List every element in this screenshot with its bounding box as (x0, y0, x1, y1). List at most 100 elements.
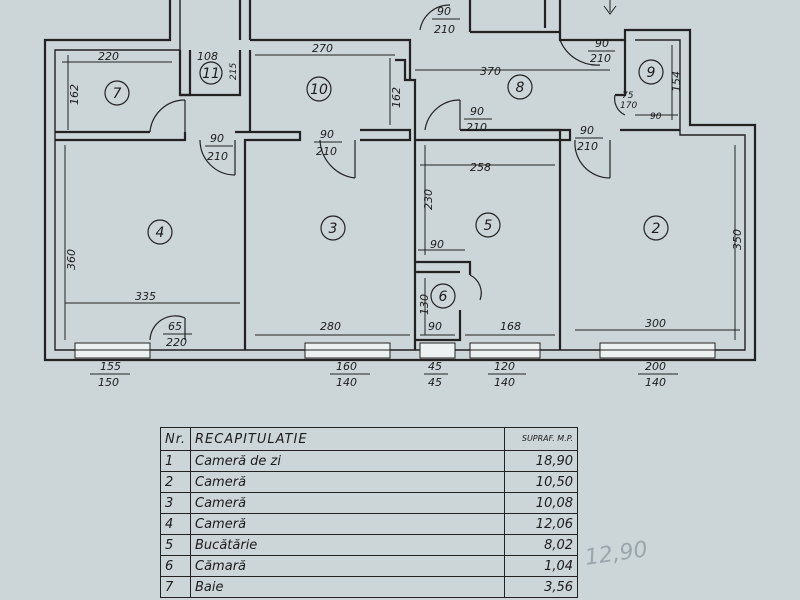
door-dim-label: 90 (437, 5, 451, 18)
summary-head-area: SUPRAF. M.P. (504, 427, 579, 451)
door-dim-label: 210 (590, 52, 611, 65)
dim-label: 350 (731, 229, 744, 250)
dim-label: 300 (645, 317, 666, 330)
window-dim-label: 155 (100, 360, 121, 373)
window-dim-label: 200 (645, 360, 666, 373)
dim-label: 108 (197, 50, 218, 63)
summary-room-name: Cameră (190, 492, 506, 514)
summary-area: 8,02 (504, 534, 579, 556)
summary-room-name: Bucătărie (190, 534, 506, 556)
room-label-6: 6 (439, 289, 448, 305)
summary-area: 12,06 (504, 513, 579, 535)
room-label-7: 7 (113, 86, 122, 102)
room-label-9: 9 (647, 65, 656, 81)
window-dim-label: 140 (494, 376, 515, 389)
dim-label: 168 (500, 320, 521, 333)
door-dim-label: 90 (580, 124, 594, 137)
room-circle-8 (507, 74, 533, 100)
door-dim-label: 90 (210, 132, 224, 145)
dim-label: 90 (430, 238, 444, 251)
summary-nr: 7 (159, 576, 192, 598)
room-circle-10 (306, 76, 332, 102)
door-dim-label: 90 (595, 37, 609, 50)
room-label-4: 4 (156, 225, 165, 241)
summary-area: 10,50 (504, 471, 579, 493)
margin-note: 12,90 (583, 537, 649, 571)
dimension-lines (62, 45, 740, 340)
window-dim-label: 140 (645, 376, 666, 389)
window-dim-label: 160 (336, 360, 357, 373)
dim-label: 90 (428, 320, 442, 333)
summary-room-name: Cămară (190, 555, 506, 577)
door-dim-label: 170 (620, 101, 637, 111)
door-dim-label: 210 (577, 140, 598, 153)
door-dim-label: 90 (320, 128, 334, 141)
dim-label: 280 (320, 320, 341, 333)
summary-row: 3 Cameră 10,08 (159, 492, 579, 514)
summary-nr: 4 (159, 513, 192, 535)
door-dim-label: 90 (470, 105, 484, 118)
dim-label: 230 (422, 189, 435, 210)
summary-row: 4 Cameră 12,06 (159, 513, 579, 535)
summary-row: 2 Cameră 10,50 (159, 471, 579, 493)
summary-row: 5 Bucătărie 8,02 (159, 534, 579, 556)
room-label-5: 5 (484, 218, 493, 234)
room-circle-5 (475, 212, 501, 238)
window-dim-label: 120 (494, 360, 515, 373)
summary-area: 1,04 (504, 555, 579, 577)
dim-label: 258 (470, 161, 491, 174)
dim-label: 154 (670, 71, 683, 92)
room-label-3: 3 (329, 221, 338, 237)
summary-row: 6 Cămară 1,04 (159, 555, 579, 577)
window-dim-label: 45 (428, 360, 442, 373)
door-dim-label: 210 (207, 150, 228, 163)
door-dim-label: 215 (229, 63, 239, 80)
room-number-circles (104, 59, 669, 309)
summary-area: 18,90 (504, 450, 579, 472)
summary-header-row: Nr. RECAPITULATIE SUPRAF. M.P. (159, 427, 579, 451)
summary-head-nr: Nr. (159, 427, 192, 451)
summary-nr: 2 (159, 471, 192, 493)
room-circle-3 (320, 215, 346, 241)
summary-table: Nr. RECAPITULATIE SUPRAF. M.P. 1 Cameră … (159, 427, 579, 598)
interior-walls (55, 40, 680, 350)
summary-room-name: Cameră de zi (190, 450, 506, 472)
room-circle-11 (199, 61, 223, 85)
door-dim-label: 210 (316, 145, 337, 158)
room-circle-7 (104, 80, 130, 106)
room-circle-4 (147, 219, 173, 245)
summary-row: 7 Baie 3,56 (159, 576, 579, 598)
door-dim-label: 220 (166, 336, 187, 349)
room-circle-2 (643, 215, 669, 241)
dim-label: 130 (418, 294, 431, 315)
room-label-2: 2 (652, 221, 661, 237)
room-label-8: 8 (516, 80, 525, 96)
summary-nr: 6 (159, 555, 192, 577)
dim-label: 370 (480, 65, 501, 78)
summary-nr: 5 (159, 534, 192, 556)
dim-label: 335 (135, 290, 156, 303)
summary-head-title: RECAPITULATIE (190, 427, 506, 451)
dim-label: 162 (390, 87, 403, 108)
summary-row: 1 Cameră de zi 18,90 (159, 450, 579, 472)
window-dim-label: 150 (98, 376, 119, 389)
exterior-walls (43, 0, 757, 362)
summary-room-name: Cameră (190, 513, 506, 535)
door-dim-label: 90 (650, 112, 662, 122)
summary-room-name: Cameră (190, 471, 506, 493)
dim-label: 162 (68, 84, 81, 105)
dim-label: 270 (312, 42, 333, 55)
summary-room-name: Baie (190, 576, 506, 598)
windows (74, 342, 716, 359)
summary-nr: 1 (159, 450, 192, 472)
room-label-11: 11 (202, 66, 220, 82)
dim-label: 360 (65, 249, 78, 270)
door-dim-label: 210 (466, 121, 487, 134)
entrance-arrow-icon (603, 0, 617, 15)
room-label-10: 10 (310, 82, 328, 98)
room-circle-9 (638, 59, 664, 85)
summary-area: 3,56 (504, 576, 579, 598)
door-dim-label: 75 (622, 91, 634, 101)
doors (149, 4, 626, 341)
